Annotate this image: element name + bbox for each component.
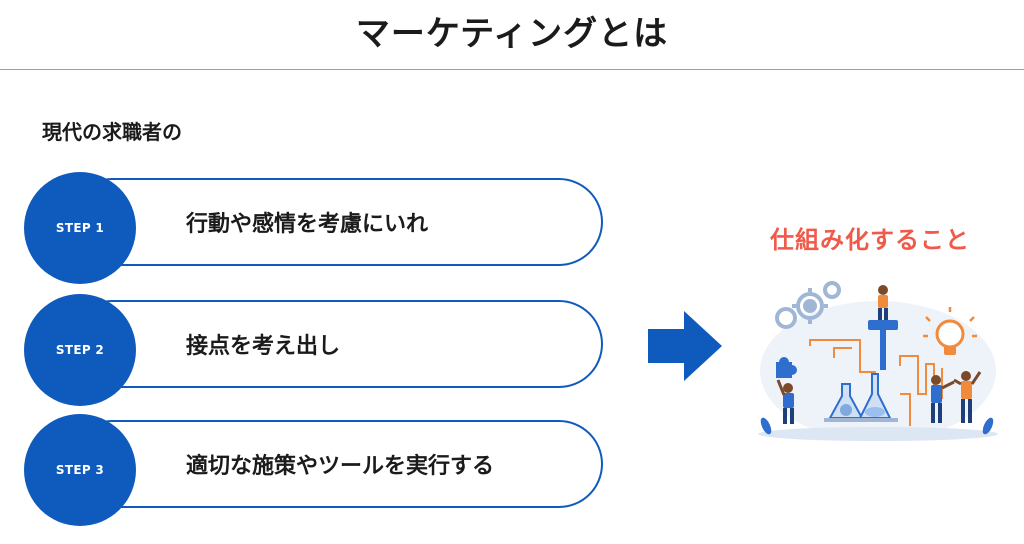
step-1-text: 行動や感情を考慮にいれ — [186, 212, 429, 237]
right-arrow-icon — [648, 311, 722, 381]
step-2-badge: STEP 2 — [24, 294, 136, 406]
page-title: マーケティングとは — [355, 14, 669, 54]
result-label: 仕組み化すること — [770, 226, 970, 254]
step-2-text: 接点を考え出し — [186, 334, 341, 359]
step-2-pill — [68, 300, 603, 388]
section-label: 現代の求職者の — [42, 120, 182, 144]
teamwork-process-illustration — [758, 281, 998, 441]
step-3-badge: STEP 3 — [24, 414, 136, 526]
step-3-pill — [68, 420, 603, 508]
step-1: STEP 1 行動や感情を考慮にいれ — [24, 172, 606, 284]
platform — [868, 320, 898, 330]
step-2: STEP 2 接点を考え出し — [24, 294, 606, 406]
person-left-icon — [776, 379, 794, 424]
platform-stand — [880, 330, 886, 370]
person-right-icon — [931, 375, 955, 423]
puzzle-piece-icon — [776, 357, 797, 378]
ground-shadow — [758, 427, 998, 441]
plant-leaves — [760, 417, 994, 435]
step-3-text: 適切な施策やツールを実行する — [186, 454, 495, 479]
person-standing-icon — [878, 285, 888, 320]
person-far-right-icon — [953, 371, 982, 423]
title-divider — [0, 69, 1024, 70]
step-1-pill — [68, 178, 603, 266]
step-3: STEP 3 適切な施策やツールを実行する — [24, 414, 606, 526]
step-1-badge: STEP 1 — [24, 172, 136, 284]
gear-teeth — [792, 288, 828, 324]
lightbulb-icon — [923, 307, 977, 355]
lab-stand — [824, 418, 898, 422]
gear-icon — [775, 281, 841, 329]
